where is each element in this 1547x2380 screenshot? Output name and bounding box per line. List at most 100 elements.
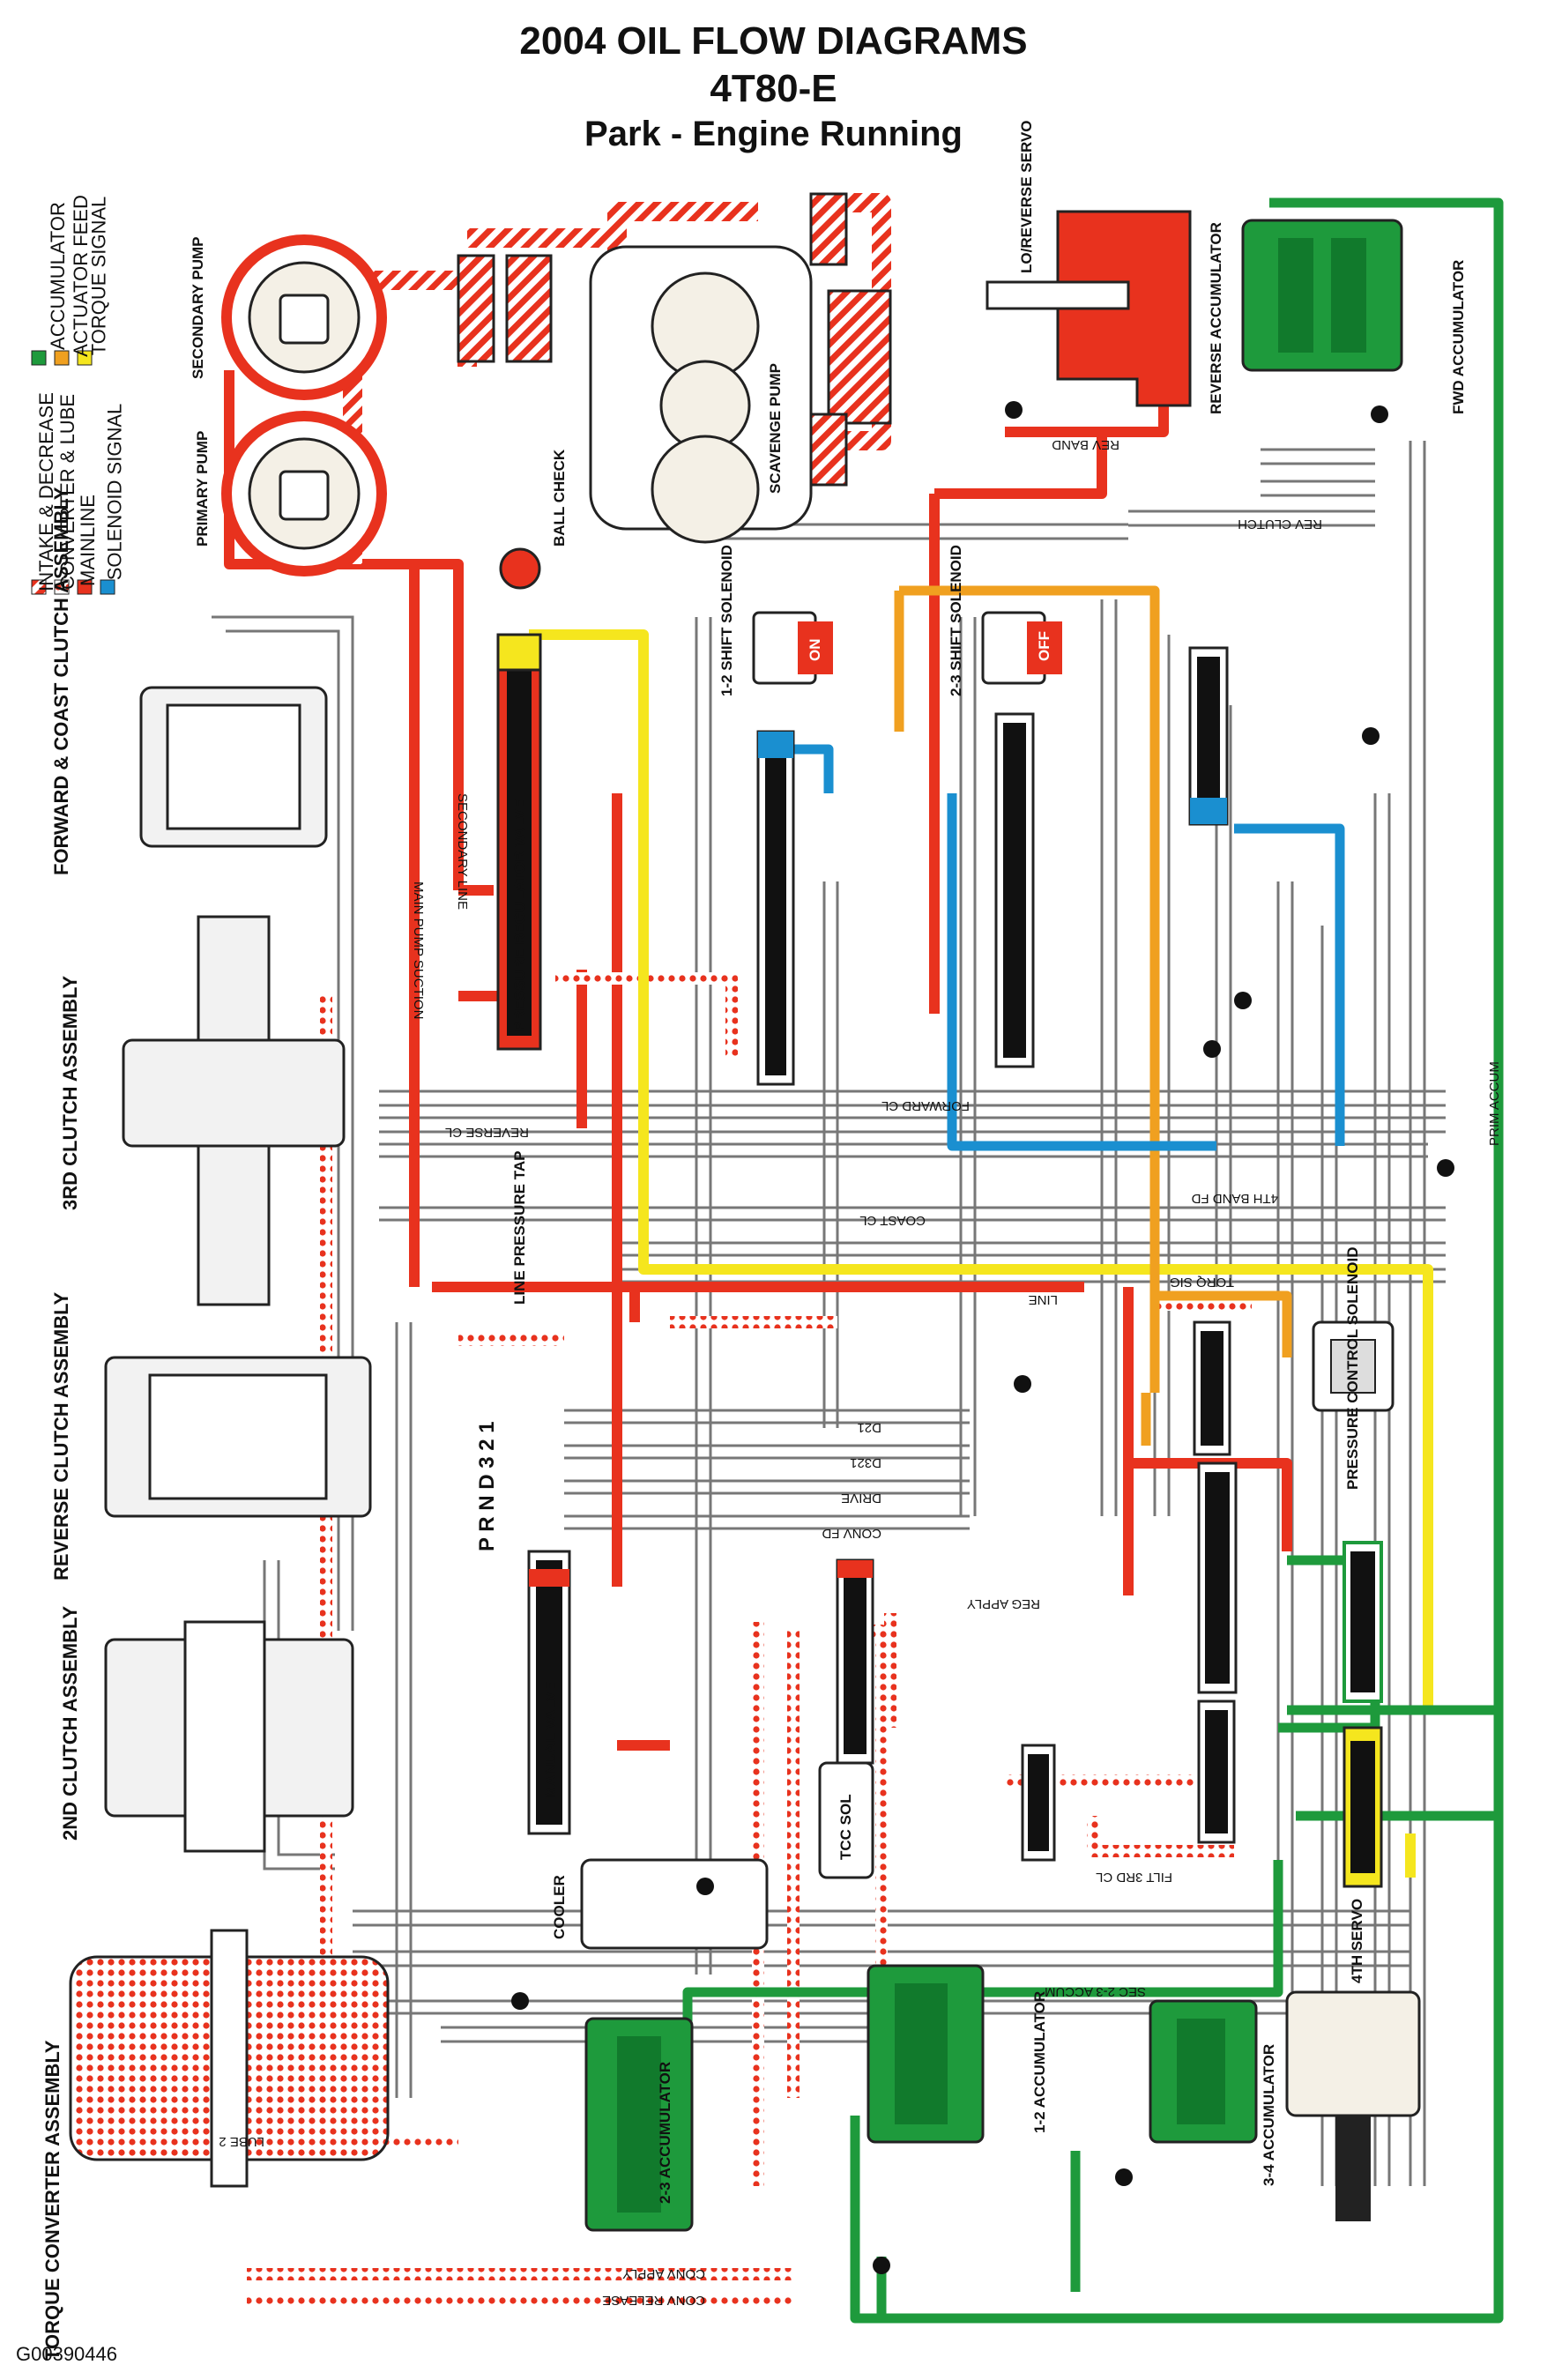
passage-label-drive: DRIVE [841, 1491, 881, 1506]
legend-label-torque: TORQUE SIGNAL [87, 196, 110, 356]
shift-valve-12-body [756, 730, 795, 1086]
cooler-body [580, 1858, 769, 1950]
passage-label-d21: D21 [857, 1420, 881, 1435]
label-accumulator-34: 3-4 ACCUMULATOR [1261, 2044, 1277, 2186]
label-pressure-control-solenoid: PRESSURE CONTROL SOLENOID [1344, 1247, 1361, 1491]
accum-valve-23-body [1342, 1541, 1383, 1703]
transmission-model: 4T80-E [710, 67, 837, 110]
checkball-markers [511, 401, 1454, 2274]
label-sol-23-state: OFF [1036, 631, 1052, 661]
manual-valve-body [527, 1550, 571, 1835]
label-accumulator-23: 2-3 ACCUMULATOR [657, 2062, 673, 2204]
label-ball-check: BALL CHECK [551, 449, 568, 547]
passage-label-forward-cl: FORWARD CL [881, 1098, 970, 1113]
legend-swatch-torque [77, 350, 93, 366]
label-second-clutch: 2ND CLUTCH ASSEMBLY [59, 1605, 81, 1841]
shift-valve-23-body [994, 712, 1035, 1068]
label-lo-reverse-servo: LO/REVERSE SERVO [1018, 120, 1035, 273]
label-servo-4th: 4TH SERVO [1349, 1899, 1365, 1983]
solenoid-signal-passages [762, 744, 1345, 1151]
label-prndl: P R N D 3 2 1 [475, 1421, 499, 1551]
passage-label-conv-apply: CONV APPLY [622, 2266, 705, 2281]
filter-box-lower [809, 413, 848, 487]
primary-pump [221, 411, 387, 576]
second-clutch-sketch [104, 1620, 354, 1853]
label-reverse-accumulator: REVERSE ACCUMULATOR [1208, 222, 1224, 414]
legend-swatch-solenoid [100, 579, 115, 595]
legend-swatch-actuator [54, 350, 70, 366]
pressure-control-solenoid-body [1312, 1320, 1395, 1412]
passage-label-rev-band: REV BAND [1052, 437, 1119, 452]
shift-solenoid-12-body [752, 611, 833, 685]
passage-label-lube-2: LUBE 2 [219, 2134, 264, 2149]
passage-label-sec-23-accum: SEC 2-3 ACCUM [1045, 1984, 1146, 1999]
secondary-pump [221, 234, 387, 400]
legend-label-solenoid: SOLENOID SIGNAL [103, 403, 126, 581]
label-cooler: COOLER [551, 1875, 568, 1939]
torque-converter-sketch [69, 1929, 390, 2188]
label-third-clutch: 3RD CLUTCH ASSEMBLY [59, 975, 81, 1210]
label-reverse-clutch: REVERSE CLUTCH ASSEMBLY [50, 1291, 72, 1580]
figure-code: G00390446 [16, 2343, 117, 2365]
component-labels: BALL CHECK LINE PRESSURE TAP LO/REVERSE … [190, 120, 1467, 2204]
actuator-feed-passages [894, 585, 1292, 1446]
torque-signal-passages [529, 629, 1433, 1878]
passage-label-prim-accum: PRIM ACCUM [1487, 1061, 1502, 1146]
legend-label-accumulator: ACCUMULATOR [46, 202, 69, 350]
label-line-pressure-tap: LINE PRESSURE TAP [511, 1151, 528, 1305]
passage-label-conv-fd: CONV FD [822, 1526, 881, 1541]
label-primary-pump: PRIMARY PUMP [194, 431, 211, 547]
reverse-clutch-sketch [104, 1356, 372, 1518]
label-shift-solenoid-12: 1-2 SHIFT SOLENOID [718, 545, 735, 696]
label-fwd-accumulator: FWD ACCUMULATOR [1450, 260, 1467, 414]
passage-label-reg-apply: REG APPLY [967, 1596, 1040, 1611]
main-filter-box [457, 254, 495, 363]
tcc-sol-body [818, 1761, 874, 1879]
legend-swatch-mainline [77, 579, 93, 595]
shift-solenoid-23-body [981, 611, 1062, 685]
accumulator-12-body [866, 1964, 985, 2144]
label-torque-converter: TORQUE CONVERTER ASSEMBLY [41, 2040, 63, 2361]
ball-check-ball [499, 547, 541, 590]
label-shift-solenoid-23: 2-3 SHIFT SOLENOID [948, 545, 964, 696]
passage-label-torq-sig: TORQ SIG [1170, 1275, 1234, 1290]
legend-label-mainline: MAINLINE [76, 495, 99, 586]
label-tcc-sol: TCC SOL [837, 1794, 854, 1860]
servo-4th-body [1285, 1990, 1421, 2221]
passage-label-filt-3rd-cl: FILT 3RD CL [1096, 1870, 1172, 1885]
legend-swatch-accumulator [31, 350, 47, 366]
label-secondary-pump: SECONDARY PUMP [190, 236, 206, 379]
legend-swatch-converter [54, 579, 70, 595]
operating-range: Park - Engine Running [584, 115, 963, 153]
accumulator-23-body [584, 2017, 694, 2232]
diagram-title: 2004 OIL FLOW DIAGRAMS [519, 19, 1028, 63]
label-manual-valve: MANUAL VALVE [542, 1682, 559, 1798]
forward-coast-clutch-sketch [139, 686, 328, 848]
passage-label-4th-band-fd: 4TH BAND FD [1191, 1191, 1278, 1206]
conv-cl-control-body [836, 1558, 874, 1765]
passage-labels: FORWARD CL REVERSE CL COAST CL LINE TORQ… [219, 437, 1502, 2308]
accumulator-34-body [1149, 1999, 1258, 2144]
label-scavenge-pump: SCAVENGE PUMP [767, 363, 784, 494]
passage-label-conv-release: CONV RELEASE [602, 2293, 705, 2308]
reverse-accumulator-body [1241, 219, 1403, 372]
shift-valve-34-body [1188, 646, 1229, 826]
cc-fd-limit-body [1197, 1699, 1236, 1844]
label-pressure-regulator-valve: PRESSURE REGULATOR VALVE [511, 800, 528, 1031]
bottom-sump-box [827, 289, 892, 425]
passage-label-rev-clutch: REV CLUTCH [1238, 517, 1322, 532]
passage-label-main-pump-suction: MAIN PUMP SUCTION [411, 881, 426, 1019]
label-sol-12-state: ON [807, 639, 823, 662]
tcc-ex-enable-body [1021, 1744, 1056, 1862]
passage-grid [212, 441, 1446, 2186]
passage-label-line: LINE [1029, 1292, 1058, 1307]
filter-box-upper [809, 192, 848, 266]
pressure-regulator-valve-body [496, 633, 542, 1051]
scavenge-pump [589, 245, 813, 544]
upper-sump-box [505, 254, 553, 363]
passage-label-reverse-cl: REVERSE CL [445, 1125, 529, 1140]
passage-label-secondary-line: SECONDARY LINE [455, 793, 470, 910]
passage-label-coast-cl: COAST CL [859, 1213, 926, 1228]
